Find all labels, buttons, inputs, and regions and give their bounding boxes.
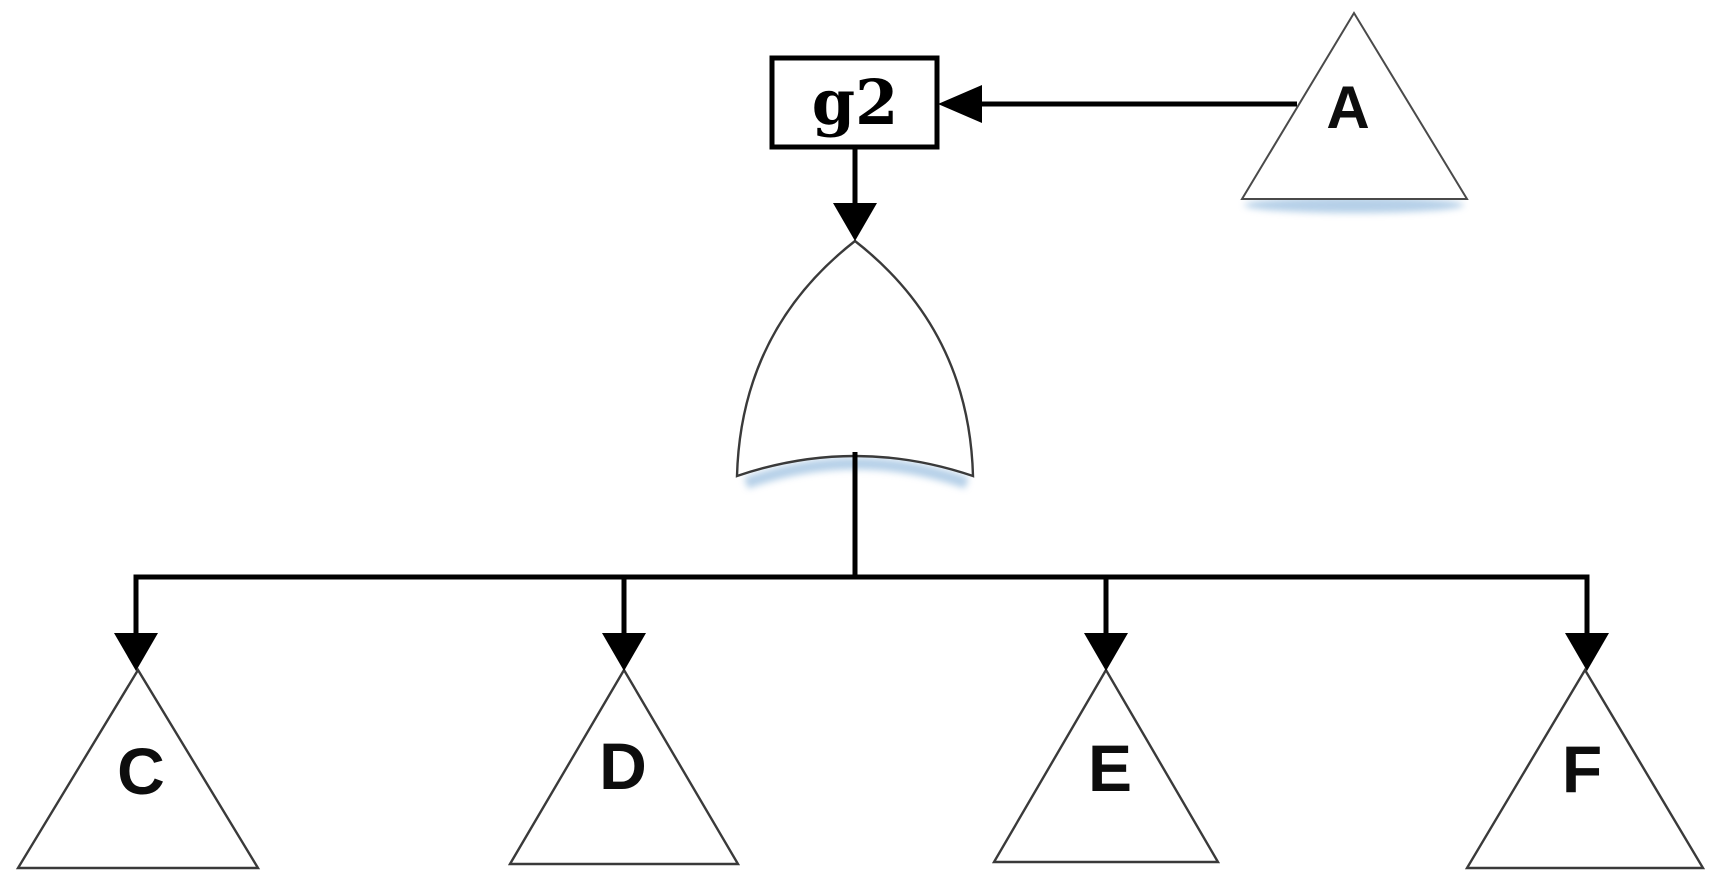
- branch-connector: [133, 574, 1590, 636]
- arrow-to-event-c-head: [114, 633, 158, 671]
- arrow-to-event-e-head: [1084, 633, 1128, 671]
- arrow-g2-to-gate-head: [833, 203, 877, 241]
- event-label-f: F: [1562, 732, 1602, 806]
- arrow-to-event-f-head: [1565, 633, 1609, 671]
- transfer-triangle-a-shape: [1240, 11, 1469, 200]
- event-label-e: E: [1088, 731, 1132, 805]
- or-gate-shape: [735, 239, 975, 478]
- gate-id-label: g2: [812, 66, 899, 139]
- event-label-d: D: [599, 729, 647, 803]
- arrow-a-to-g2-head: [938, 85, 982, 123]
- gate-id-box: [769, 55, 940, 150]
- arrow-to-event-d-head: [602, 633, 646, 671]
- transfer-label-a: A: [1326, 74, 1369, 141]
- event-triangle-c-shape: [15, 667, 261, 870]
- event-triangle-d-shape: [507, 667, 741, 866]
- transfer-triangle-shadow: [1244, 197, 1464, 213]
- event-triangle-f-shape: [1464, 667, 1706, 870]
- event-label-c: C: [117, 734, 165, 808]
- event-triangle-e-shape: [991, 667, 1221, 864]
